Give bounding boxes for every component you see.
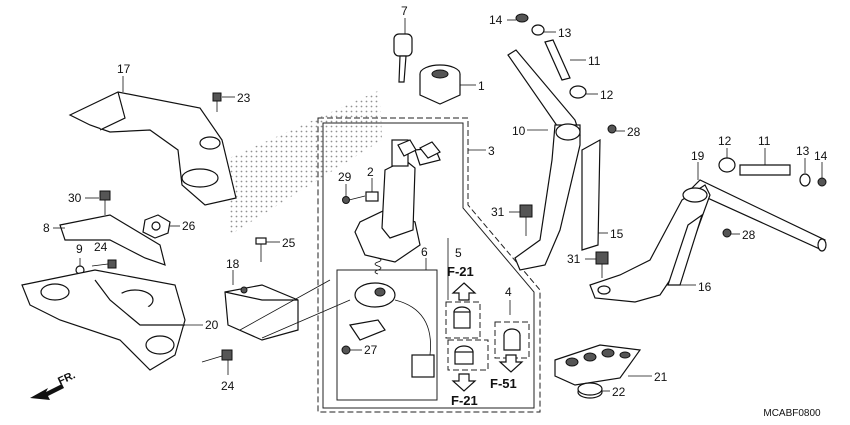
callout-14-upper: 14	[489, 13, 503, 27]
part-2	[365, 191, 379, 202]
spring	[374, 257, 382, 275]
cylinder-a	[453, 306, 471, 329]
bolt-31-lower	[595, 251, 609, 278]
top-bridge-cover	[68, 91, 237, 206]
callout-28-lower: 28	[742, 228, 756, 242]
cylinder-b	[503, 328, 521, 351]
screw-27	[341, 345, 351, 355]
callout-19: 19	[691, 149, 705, 163]
bolt-31-upper	[519, 204, 533, 236]
reference-f51: F-51	[490, 376, 517, 391]
bracket-15	[581, 138, 601, 251]
ignition-switch-assembly-outline	[317, 117, 541, 413]
bar-end-weight-12-upper	[569, 85, 587, 99]
bolt-25	[255, 237, 267, 262]
bolt-24-lower	[201, 349, 233, 363]
callout-28-upper: 28	[627, 125, 641, 139]
callout-4: 4	[505, 285, 512, 299]
seat-lock-box	[336, 269, 438, 401]
left-handlebar	[507, 49, 581, 271]
callout-17: 17	[117, 62, 131, 76]
projection-shading	[225, 90, 382, 235]
weight-shaft-11-upper	[544, 39, 571, 81]
end-cap-14-upper	[515, 13, 529, 23]
reference-f21-upper: F-21	[447, 264, 474, 279]
cylinder-box-a	[445, 301, 481, 339]
ignition-key	[393, 33, 413, 83]
callout-11-lower: 11	[758, 134, 771, 148]
callout-1: 1	[478, 79, 485, 93]
callout-27: 27	[364, 343, 378, 357]
collar-13-lower	[799, 173, 811, 187]
callout-13-upper: 13	[558, 26, 572, 40]
screw-28-upper	[607, 124, 617, 134]
callout-25: 25	[282, 236, 296, 250]
callout-29: 29	[338, 170, 352, 184]
callout-20: 20	[205, 318, 219, 332]
callout-3: 3	[488, 144, 495, 158]
nut-26	[142, 214, 171, 239]
drawing-code: MCABF0800	[763, 408, 821, 419]
callout-15: 15	[610, 227, 624, 241]
callout-16: 16	[698, 280, 712, 294]
cover-18	[224, 284, 299, 341]
callout-2: 2	[367, 165, 374, 179]
callout-12-upper: 12	[600, 88, 614, 102]
callout-10: 10	[512, 124, 526, 138]
callout-26: 26	[182, 219, 196, 233]
bolt-9	[75, 258, 85, 275]
key-cylinder-cover	[419, 64, 461, 105]
callout-21: 21	[654, 370, 668, 384]
callout-13-lower: 13	[796, 144, 810, 158]
callout-6: 6	[421, 245, 428, 259]
callout-7: 7	[401, 4, 408, 18]
weight-shaft-11-lower	[739, 164, 791, 176]
cylinder-c	[454, 345, 474, 365]
screw-28-lower	[722, 228, 732, 238]
callout-11-upper: 11	[588, 54, 601, 68]
smart-key-fob	[554, 344, 642, 386]
callout-22: 22	[612, 385, 626, 399]
top-bridge	[21, 269, 186, 371]
callout-31-upper: 31	[491, 205, 505, 219]
arrow-down-icon-f51	[498, 354, 524, 373]
arrow-up-icon	[451, 282, 477, 301]
ignition-switch-assembly-inner	[322, 122, 535, 409]
callout-23: 23	[237, 91, 251, 105]
callout-31-lower: 31	[567, 252, 581, 266]
callout-14-lower: 14	[814, 149, 828, 163]
right-handlebar	[589, 179, 827, 303]
callout-30: 30	[68, 191, 82, 205]
cylinder-box-c	[447, 339, 489, 371]
callout-18: 18	[226, 257, 240, 271]
arrow-down-icon-f21	[451, 373, 477, 392]
collar-13-upper	[531, 24, 545, 36]
callout-9: 9	[76, 242, 83, 256]
bolt-24-upper	[91, 259, 117, 269]
bracket-8	[59, 214, 166, 266]
battery-22	[577, 382, 603, 399]
callout-5: 5	[455, 246, 462, 260]
key-icon	[397, 139, 441, 159]
bar-end-weight-12-lower	[718, 157, 736, 173]
reference-f21-lower: F-21	[451, 393, 478, 408]
bolt-23	[212, 92, 222, 112]
front-arrow-icon	[30, 384, 64, 400]
seat-lock	[348, 282, 435, 378]
callout-8: 8	[43, 221, 50, 235]
end-cap-14-lower	[817, 177, 827, 187]
screw-29	[342, 195, 366, 204]
front-label: FR.	[56, 369, 77, 387]
callout-12-lower: 12	[718, 134, 732, 148]
callout-24-lower: 24	[221, 379, 235, 393]
bolt-30	[99, 190, 111, 215]
callout-24-upper: 24	[94, 240, 108, 254]
